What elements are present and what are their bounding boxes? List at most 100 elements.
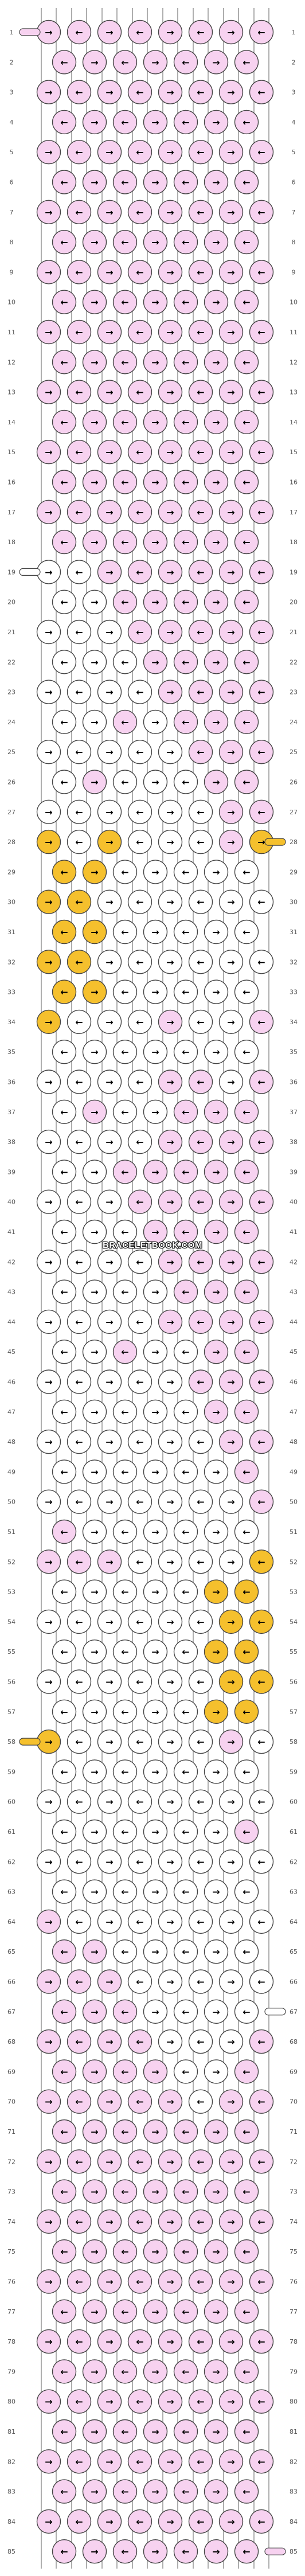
svg-text:→: → [105,2156,113,2167]
knot-r48-k2: ← [67,1429,92,1454]
knot-r7-k6: ← [188,200,213,224]
knot-r49-k5: ← [173,1459,198,1484]
svg-text:→: → [45,2336,52,2347]
knot-r40-k7: → [218,1189,244,1214]
svg-text:←: ← [243,1107,250,1118]
knot-r39-k3: ← [112,1160,138,1184]
row-label-right-12: 12 [290,358,298,366]
knot-r61-k3: ← [112,1819,138,1844]
svg-text:→: → [45,1977,52,1988]
knot-r71-k5: ← [173,2119,198,2144]
svg-text:←: ← [197,687,204,698]
svg-text:←: ← [257,957,265,967]
knot-r61-k1: ← [52,1819,77,1844]
knot-r3-k6: ← [188,80,213,104]
row-label-right-27: 27 [290,809,298,816]
knot-r17-k2: ← [67,499,92,524]
svg-text:←: ← [243,1646,250,1657]
svg-text:←: ← [60,297,68,308]
svg-text:→: → [45,2156,52,2167]
knot-r64-k3: → [97,1909,122,1934]
svg-text:→: → [151,57,159,68]
knot-r47-k3: ← [112,1399,138,1424]
knot-r66-k8: ← [249,1969,274,1994]
knot-r60-k7: → [218,1789,244,1814]
svg-text:←: ← [75,1017,83,1028]
knot-r7-k5: → [158,200,183,224]
svg-text:→: → [212,2426,220,2437]
knot-r5-k8: ← [249,140,274,165]
svg-text:←: ← [75,267,83,278]
side-thread-right-row-28 [264,838,286,846]
svg-text:→: → [227,507,234,518]
knot-r69-k3: ← [112,2059,138,2084]
knot-r80-k1: → [36,2389,61,2414]
svg-text:←: ← [136,1256,143,1267]
knot-r15-k7: → [218,440,244,465]
svg-text:←: ← [257,2156,265,2167]
svg-text:→: → [91,2126,98,2137]
svg-text:→: → [45,1617,52,1627]
svg-text:→: → [151,2366,159,2377]
knot-r77-k1: ← [52,2299,77,2324]
knot-r84-k6: ← [188,2509,213,2534]
knot-r21-k1: → [36,619,61,645]
knot-r30-k5: → [158,889,183,914]
row-label-left-59: 59 [7,1768,15,1775]
knot-r31-k6: → [204,919,229,944]
knot-r44-k7: → [218,1309,244,1334]
row-label-left-70: 70 [7,2098,15,2106]
svg-text:→: → [166,837,174,848]
row-label-right-79: 79 [290,2368,298,2375]
svg-text:→: → [151,297,159,308]
svg-text:←: ← [136,87,143,98]
svg-text:→: → [227,897,234,908]
knot-r24-k7: ← [234,709,259,735]
knot-r46-k5: → [158,1369,183,1394]
svg-text:←: ← [257,1617,265,1627]
knot-r34-k2: ← [67,1009,92,1035]
svg-text:←: ← [257,687,265,698]
knot-r45-k6: → [204,1339,229,1364]
row-label-right-6: 6 [292,179,296,186]
knot-r63-k3: ← [112,1879,138,1904]
knot-r41-k4: → [143,1219,168,1244]
knot-r4-k4: → [143,110,168,135]
svg-text:→: → [151,777,159,788]
knot-r74-k6: ← [188,2209,213,2234]
knot-r12-k4: → [143,350,168,374]
svg-text:←: ← [75,147,83,158]
knot-r58-k3: → [97,1729,122,1754]
svg-text:→: → [105,447,113,458]
knot-r30-k6: ← [188,889,213,914]
row-label-left-6: 6 [10,179,14,186]
svg-text:←: ← [243,1166,250,1177]
knot-r75-k4: → [143,2239,168,2264]
svg-text:←: ← [243,867,250,877]
knot-r39-k1: ← [52,1160,77,1184]
knot-r14-k7: ← [234,409,259,435]
knot-r74-k3: → [97,2209,122,2234]
svg-text:→: → [105,1856,113,1867]
knot-r34-k3: → [97,1009,122,1035]
svg-text:→: → [151,867,159,877]
side-thread-ends [19,28,286,2555]
svg-text:←: ← [121,1766,128,1777]
knot-r38-k6: ← [188,1129,213,1154]
svg-text:←: ← [257,1917,265,1927]
knot-r46-k6: ← [188,1369,213,1394]
knot-r69-k2: → [82,2059,107,2084]
svg-text:←: ← [136,627,143,638]
knot-r47-k7: ← [234,1399,259,1424]
knot-r72-k2: ← [67,2149,92,2174]
svg-text:←: ← [121,597,128,608]
svg-text:←: ← [243,417,250,428]
row-label-left-17: 17 [7,509,15,516]
svg-text:←: ← [136,1917,143,1927]
svg-text:→: → [91,477,98,488]
knot-r43-k1: ← [52,1279,77,1304]
knot-r70-k6: ← [188,2089,213,2114]
svg-text:→: → [212,1946,220,1957]
knot-r59-k5: ← [173,1759,198,1784]
svg-text:←: ← [182,417,189,428]
